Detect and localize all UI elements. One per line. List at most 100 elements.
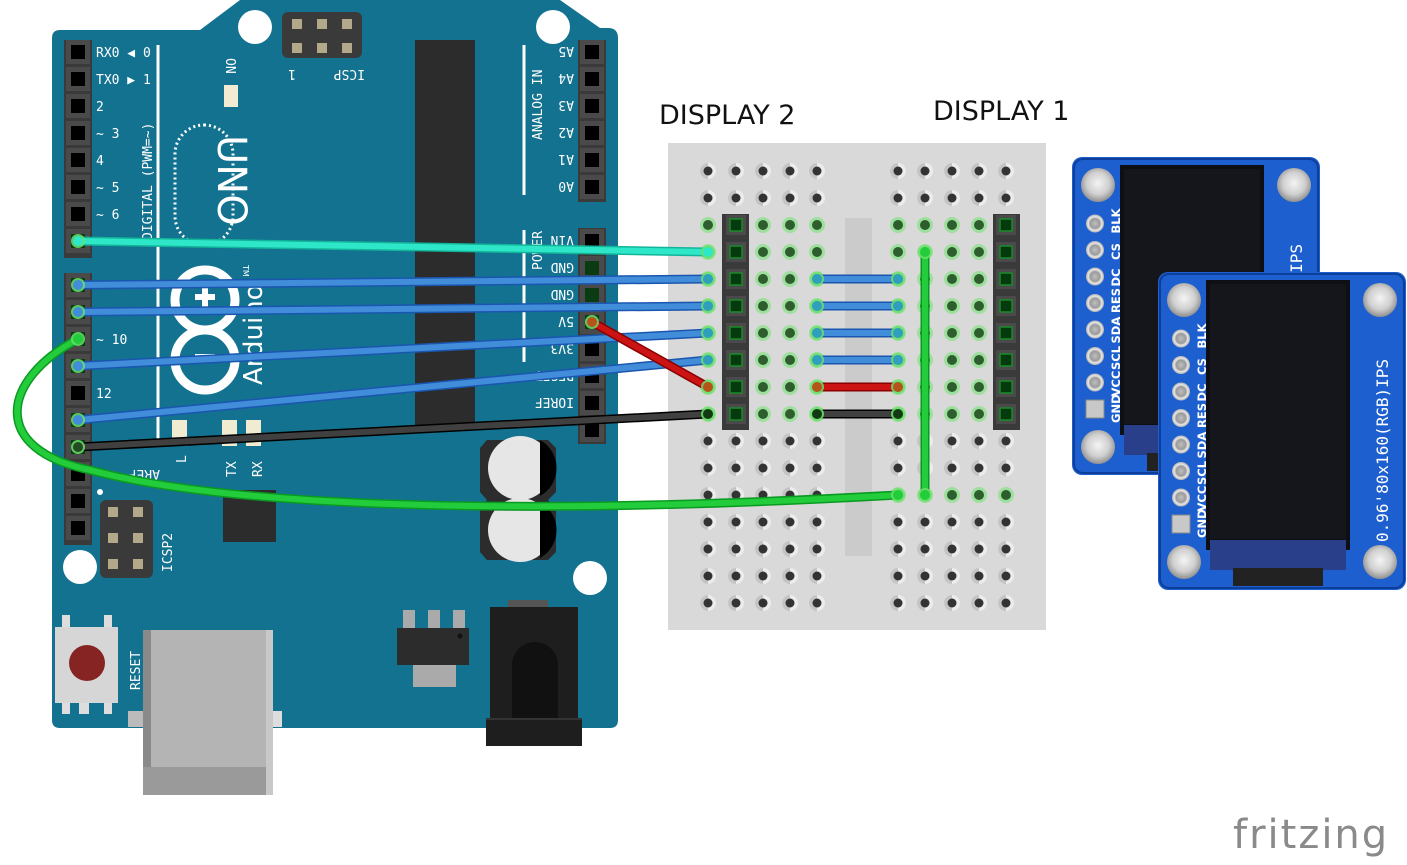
breadboard-hole[interactable]	[890, 244, 906, 260]
breadboard-hole[interactable]	[944, 460, 960, 476]
breadboard-hole[interactable]	[728, 541, 744, 557]
analog-pin-A5[interactable]	[580, 40, 604, 64]
breadboard-hole[interactable]	[890, 433, 906, 449]
breadboard-hole[interactable]	[782, 460, 798, 476]
breadboard-hole[interactable]	[944, 595, 960, 611]
wire-pin11-blue[interactable]	[73, 328, 713, 371]
breadboard-hole[interactable]	[755, 352, 771, 368]
wire-pin9-blue[interactable]	[73, 301, 713, 317]
wire-pin8-blue[interactable]	[73, 274, 713, 290]
breadboard-hole[interactable]	[755, 244, 771, 260]
breadboard-hole[interactable]	[971, 595, 987, 611]
breadboard-hole[interactable]	[971, 325, 987, 341]
breadboard-hole[interactable]	[971, 352, 987, 368]
power-pin-6[interactable]	[580, 391, 604, 415]
breadboard-hole[interactable]	[809, 163, 825, 179]
breadboard-hole[interactable]	[944, 271, 960, 287]
breadboard-hole[interactable]	[755, 379, 771, 395]
digital-pin-5[interactable]	[66, 175, 90, 199]
breadboard-hole[interactable]	[809, 217, 825, 233]
breadboard-hole[interactable]	[700, 433, 716, 449]
breadboard-hole[interactable]	[755, 568, 771, 584]
breadboard-hole[interactable]	[971, 514, 987, 530]
breadboard-hole[interactable]	[917, 595, 933, 611]
breadboard-hole[interactable]	[971, 217, 987, 233]
breadboard-hole[interactable]	[890, 163, 906, 179]
breadboard-hole[interactable]	[998, 460, 1014, 476]
digital-pin-0[interactable]	[66, 40, 90, 64]
digital-pin-6[interactable]	[66, 202, 90, 226]
breadboard-hole[interactable]	[971, 244, 987, 260]
breadboard-hole[interactable]	[890, 190, 906, 206]
breadboard-hole[interactable]	[755, 325, 771, 341]
breadboard-hole[interactable]	[728, 460, 744, 476]
breadboard-hole[interactable]	[890, 217, 906, 233]
display-2-module[interactable]: GNDVCCSCLSDARESDCCSBLK0.96'80x160(RGB)IP…	[1158, 272, 1406, 590]
breadboard-hole[interactable]	[890, 514, 906, 530]
breadboard-hole[interactable]	[971, 163, 987, 179]
breadboard-hole[interactable]	[944, 325, 960, 341]
breadboard-hole[interactable]	[917, 163, 933, 179]
breadboard-hole[interactable]	[890, 541, 906, 557]
breadboard-hole[interactable]	[971, 298, 987, 314]
breadboard-hole[interactable]	[755, 433, 771, 449]
breadboard-hole[interactable]	[971, 487, 987, 503]
breadboard-hole[interactable]	[755, 163, 771, 179]
breadboard-hole[interactable]	[782, 271, 798, 287]
wire-pin7-cyan[interactable]	[73, 236, 713, 257]
breadboard-hole[interactable]	[728, 568, 744, 584]
digital-pin-3[interactable]	[66, 121, 90, 145]
breadboard-hole[interactable]	[998, 163, 1014, 179]
breadboard-hole[interactable]	[728, 433, 744, 449]
breadboard-hole[interactable]	[755, 217, 771, 233]
breadboard-hole[interactable]	[809, 595, 825, 611]
breadboard-hole[interactable]	[944, 541, 960, 557]
breadboard-hole[interactable]	[700, 595, 716, 611]
digital-pin-4[interactable]	[66, 148, 90, 172]
breadboard-hole[interactable]	[755, 541, 771, 557]
analog-pin-A1[interactable]	[580, 148, 604, 172]
breadboard-hole[interactable]	[890, 568, 906, 584]
analog-pin-A2[interactable]	[580, 121, 604, 145]
breadboard-hole[interactable]	[971, 379, 987, 395]
breadboard-hole[interactable]	[782, 190, 798, 206]
breadboard-hole[interactable]	[944, 514, 960, 530]
breadboard-hole[interactable]	[728, 163, 744, 179]
breadboard-hole[interactable]	[700, 514, 716, 530]
breadboard-hole[interactable]	[782, 163, 798, 179]
breadboard-hole[interactable]	[728, 190, 744, 206]
digital-pin-low-4[interactable]	[66, 381, 90, 405]
breadboard-hole[interactable]	[944, 379, 960, 395]
breadboard-hole[interactable]	[782, 406, 798, 422]
breadboard-hole[interactable]	[944, 487, 960, 503]
breadboard-hole[interactable]	[755, 460, 771, 476]
breadboard-hole[interactable]	[971, 460, 987, 476]
breadboard-hole[interactable]	[700, 541, 716, 557]
breadboard-hole[interactable]	[998, 595, 1014, 611]
wire-pin10-green[interactable]	[12, 334, 903, 511]
breadboard-hole[interactable]	[728, 595, 744, 611]
breadboard-hole[interactable]	[782, 352, 798, 368]
breadboard-hole[interactable]	[782, 298, 798, 314]
breadboard-hole[interactable]	[971, 190, 987, 206]
breadboard-hole[interactable]	[809, 541, 825, 557]
analog-pin-A3[interactable]	[580, 94, 604, 118]
wire-gnd-black[interactable]	[73, 409, 713, 452]
wire-5v-red[interactable]	[587, 317, 713, 392]
breadboard-hole[interactable]	[998, 541, 1014, 557]
breadboard-hole[interactable]	[971, 271, 987, 287]
breadboard-hole[interactable]	[782, 244, 798, 260]
breadboard-hole[interactable]	[809, 190, 825, 206]
breadboard-hole[interactable]	[782, 379, 798, 395]
breadboard-hole[interactable]	[998, 190, 1014, 206]
breadboard-hole[interactable]	[917, 514, 933, 530]
breadboard-hole[interactable]	[917, 568, 933, 584]
breadboard-hole[interactable]	[728, 514, 744, 530]
breadboard-hole[interactable]	[890, 595, 906, 611]
breadboard-hole[interactable]	[971, 406, 987, 422]
wire-pin13-blue[interactable]	[73, 355, 713, 425]
breadboard-hole[interactable]	[755, 595, 771, 611]
breadboard-hole[interactable]	[782, 568, 798, 584]
breadboard-hole[interactable]	[782, 595, 798, 611]
